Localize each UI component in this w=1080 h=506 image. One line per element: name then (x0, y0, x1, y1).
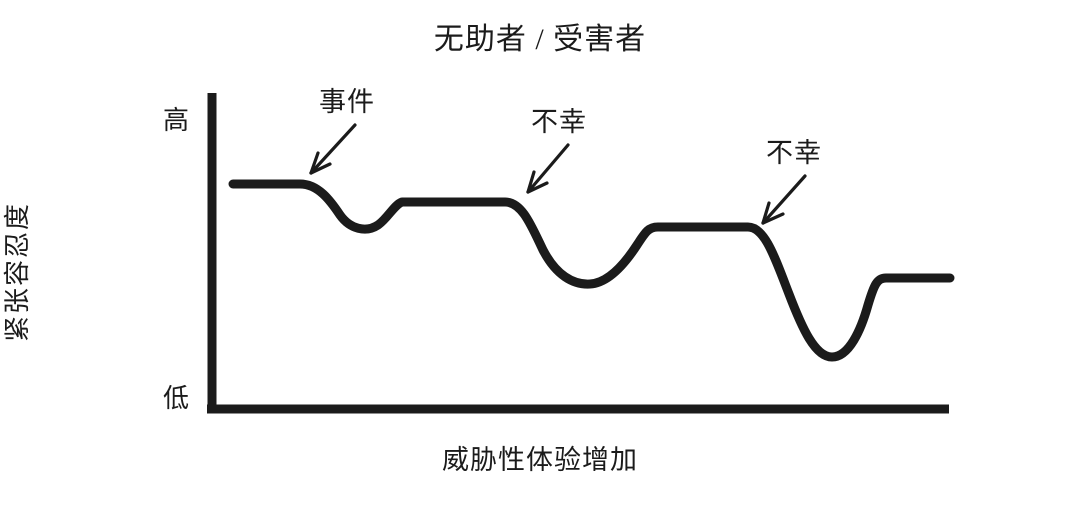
y-axis-tick-low: 低 (163, 384, 190, 413)
annotation-arrow-misfortune-1 (526, 143, 570, 194)
annotation-label-misfortune-2: 不幸 (766, 138, 822, 168)
axes (207, 93, 949, 414)
annotation-label-event: 事件 (319, 87, 375, 117)
x-axis-label: 威胁性体验增加 (442, 445, 638, 475)
annotation-arrow-event (309, 123, 357, 175)
annotation-arrow-misfortune-2 (761, 174, 807, 225)
chart-title: 无助者 / 受害者 (433, 23, 647, 56)
tolerance-curve (228, 179, 955, 362)
y-axis-tick-high: 高 (163, 106, 190, 135)
annotation-label-misfortune-1: 不幸 (531, 107, 587, 137)
